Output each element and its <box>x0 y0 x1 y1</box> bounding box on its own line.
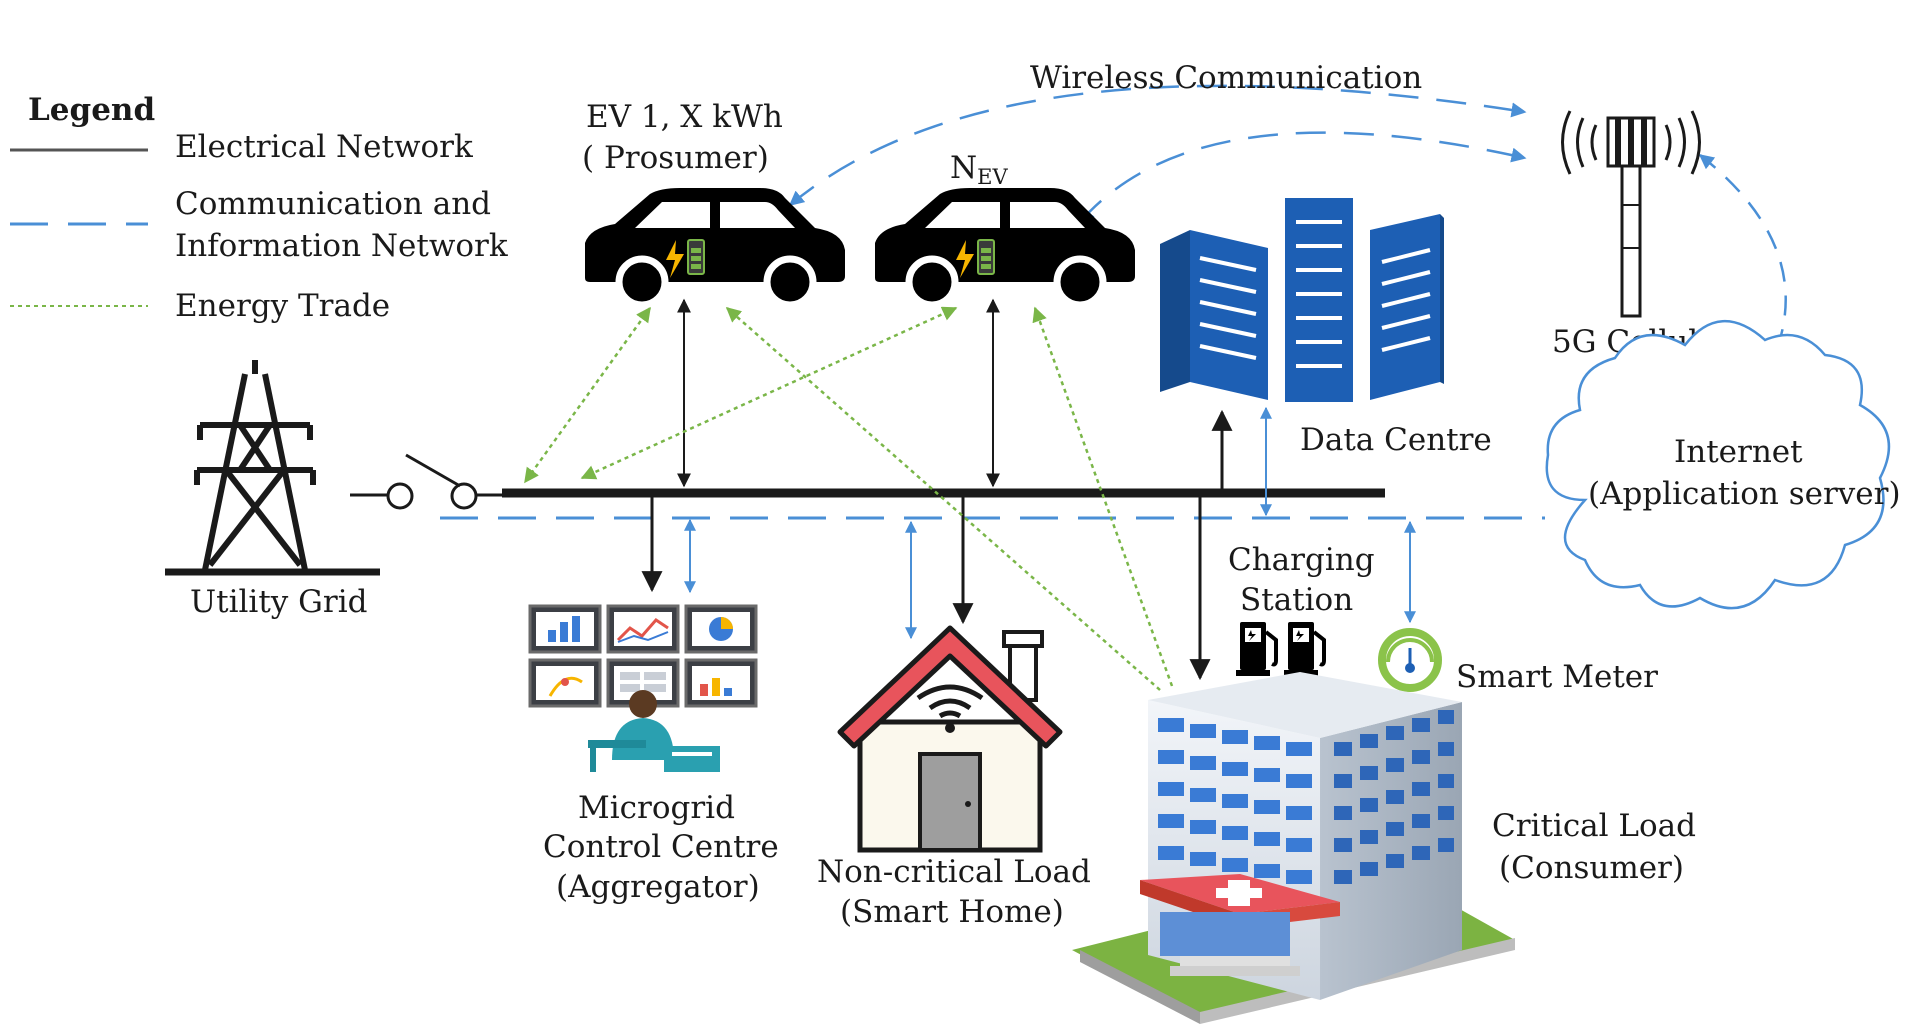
trade-hospital-nev <box>1032 306 1174 687</box>
trade-hospital-ev1 <box>725 307 1161 691</box>
legend-title: Legend <box>28 92 155 128</box>
legend-electrical-label: Electrical Network <box>175 129 473 165</box>
noncritical-label-line2: (Smart Home) <box>840 894 1064 930</box>
electric-car-icon <box>875 188 1135 309</box>
hospital-building-icon <box>1072 672 1515 1024</box>
cell-tower-icon <box>1561 110 1701 318</box>
trade-nev-grid <box>580 306 958 480</box>
wireless-communication-label: Wireless Communication <box>1030 60 1422 96</box>
transmission-tower-icon <box>165 360 380 576</box>
cloud-icon <box>1545 319 1891 610</box>
legend-energy-trade-label: Energy Trade <box>175 288 390 324</box>
microgrid-label-line2: Control Centre <box>543 829 779 865</box>
fuel-pump-icon <box>1236 622 1326 676</box>
circuit-switch-icon <box>386 453 478 510</box>
critical-label-line1: Critical Load <box>1492 808 1696 844</box>
ev1-label-line1: EV 1, X kWh <box>586 99 783 135</box>
trade-ev1-grid <box>523 306 652 484</box>
data-centre-icon <box>1160 198 1444 402</box>
legend-communication-label-2: Information Network <box>175 228 508 264</box>
wireless-arc-nev <box>1079 131 1527 224</box>
electric-car-icon <box>585 188 845 309</box>
smart-meter-icon <box>1378 628 1442 692</box>
charging-label-line2: Station <box>1240 582 1353 618</box>
connections <box>350 84 1787 691</box>
wireless-arc-ev1 <box>788 84 1527 206</box>
nev-label-main: N <box>950 150 977 186</box>
smart-home-icon <box>837 625 1063 853</box>
charging-label-line1: Charging <box>1228 542 1375 578</box>
ev1-label-line2: ( Prosumer) <box>582 140 769 176</box>
microgrid-label-line3: (Aggregator) <box>556 869 760 905</box>
nev-label: NEV <box>950 150 1008 189</box>
data-centre-label: Data Centre <box>1300 422 1492 458</box>
control-centre-icon <box>528 604 758 772</box>
microgrid-label-line1: Microgrid <box>578 790 735 826</box>
legend-communication-label-1: Communication and <box>175 186 491 222</box>
noncritical-label-line1: Non-critical Load <box>817 854 1091 890</box>
legend: Legend Electrical Network Communication … <box>10 92 508 324</box>
smart-meter-label: Smart Meter <box>1456 659 1658 695</box>
nev-label-sub: EV <box>977 165 1008 189</box>
internet-label-line1: Internet <box>1674 434 1803 470</box>
cellular-internet-arc <box>1698 154 1787 364</box>
critical-label-line2: (Consumer) <box>1499 850 1684 886</box>
utility-grid-label: Utility Grid <box>190 584 368 620</box>
internet-label-line2: (Application server) <box>1588 476 1901 512</box>
